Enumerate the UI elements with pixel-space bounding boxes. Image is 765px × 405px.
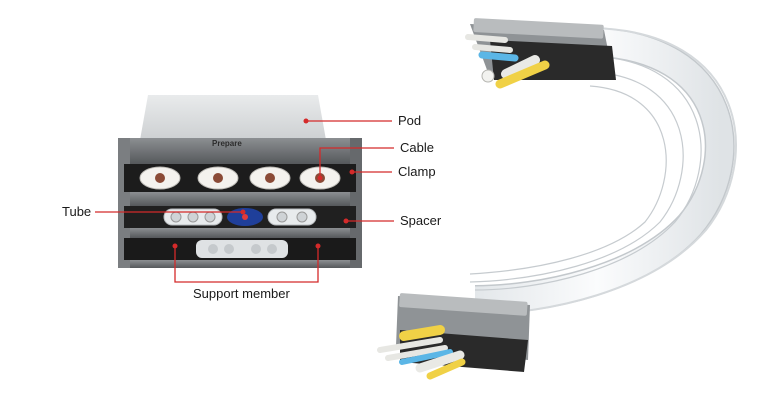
frame-top	[118, 138, 362, 164]
bottom-cable-2	[377, 337, 443, 353]
top-cable-4	[501, 55, 540, 79]
label-cable: Cable	[400, 140, 434, 155]
dot-support-right	[315, 243, 321, 249]
cable-3-core	[265, 173, 275, 183]
top-cable-ends	[465, 34, 550, 89]
frame-mid	[118, 192, 362, 206]
leader-support	[174, 246, 319, 283]
ribbon-band-2	[474, 55, 702, 291]
support-hole-1	[208, 244, 218, 254]
dot-support-left	[172, 243, 178, 249]
top-cable-3	[478, 51, 519, 62]
tube-1	[170, 211, 182, 223]
support-members	[196, 240, 288, 258]
top-cable-tip	[481, 69, 495, 83]
top-cable-2	[472, 44, 513, 53]
pod	[140, 95, 326, 140]
tube-4	[276, 211, 288, 223]
label-tube: Tube	[62, 204, 92, 219]
dot-spacer	[343, 218, 349, 224]
tube-center-core	[242, 214, 248, 220]
cable-1-core	[155, 173, 165, 183]
label-support-member: Support member	[193, 286, 290, 301]
tube-2	[187, 211, 199, 223]
support-block-center	[196, 240, 288, 258]
label-clamp: Clamp	[398, 164, 436, 179]
top-cable-1	[465, 34, 508, 43]
tube-row	[163, 208, 317, 226]
top-cable-5	[495, 60, 550, 89]
bottom-cable-ends	[377, 325, 466, 380]
bottom-cable-1	[399, 325, 445, 341]
frame-bottom	[118, 260, 362, 268]
tube-group-right	[267, 208, 317, 226]
support-hole-2	[224, 244, 234, 254]
support-hole-3	[251, 244, 261, 254]
cable-row	[139, 166, 341, 190]
ribbon-band-3	[469, 71, 684, 283]
tube-5	[296, 211, 308, 223]
ribbon-outer-edge	[477, 27, 737, 315]
dot-tube	[240, 209, 246, 215]
bottom-connector-cap	[399, 293, 528, 316]
label-spacer: Spacer	[400, 213, 442, 228]
label-pod: Pod	[398, 113, 422, 128]
top-connector-cap	[473, 18, 604, 39]
leader-dots	[172, 118, 355, 249]
bottom-cable-3	[385, 345, 448, 361]
dot-cable	[317, 175, 323, 181]
leader-cable	[319, 147, 394, 178]
cross-section-block: Prepare	[118, 95, 362, 268]
brand-mark: Prepare	[212, 139, 242, 148]
tube-3	[204, 211, 216, 223]
frame-low	[118, 228, 362, 238]
ribbon-band-1-face	[474, 28, 734, 314]
bottom-cable-6	[426, 358, 466, 380]
support-hole-4	[267, 244, 277, 254]
cable-2-core	[213, 173, 223, 183]
ribbon-assembly	[377, 18, 737, 380]
dot-clamp	[349, 169, 355, 175]
ribbon-band-4	[469, 85, 667, 275]
dot-pod	[303, 118, 309, 124]
leader-lines	[95, 120, 394, 283]
bottom-cable-5	[415, 350, 465, 373]
bottom-cable-4	[399, 349, 453, 365]
